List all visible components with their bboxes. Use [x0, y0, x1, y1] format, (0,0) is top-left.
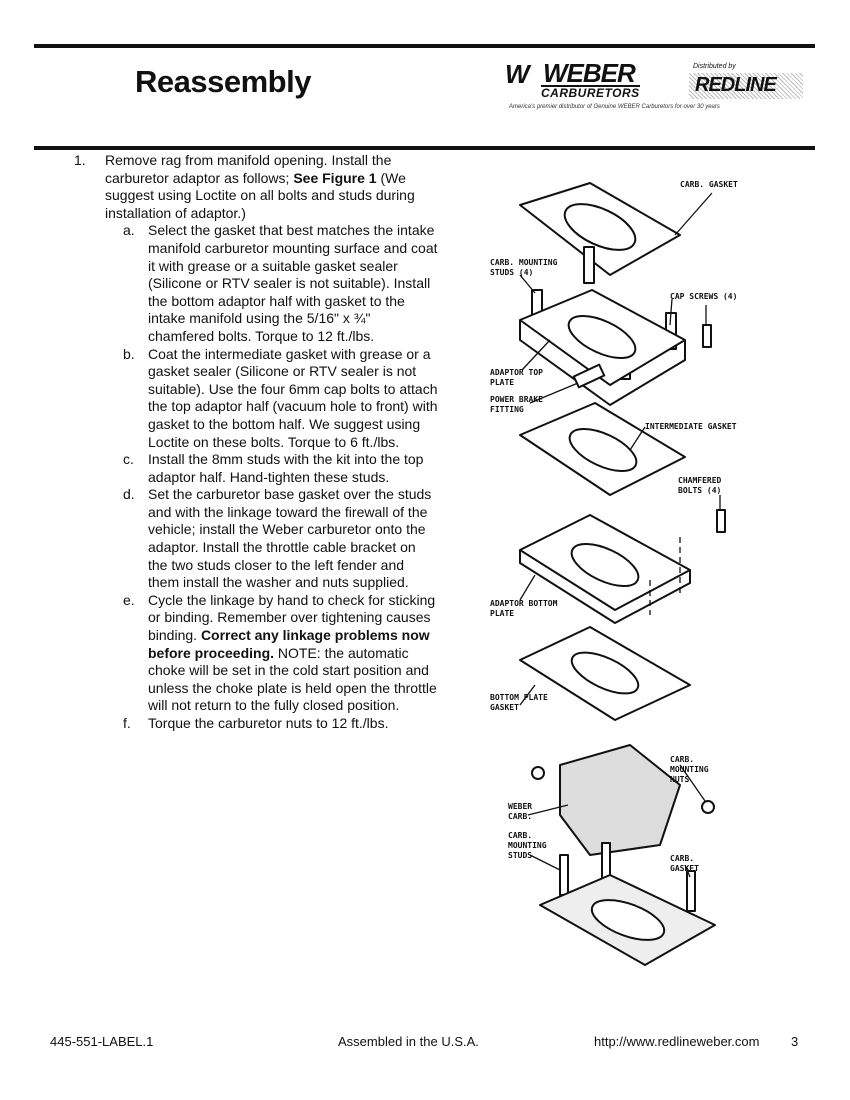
substep-text: Select the gasket that best matches the …: [148, 222, 438, 344]
label-fig2-nuts-2: MOUNTING: [670, 765, 709, 774]
label-power-brake-2: FITTING: [490, 405, 524, 414]
substep-text: Install the 8mm studs with the kit into …: [148, 451, 424, 485]
weber-logo-mark: W: [505, 59, 529, 89]
substep-note: NOTE: the automatic choke will be set in…: [148, 644, 437, 714]
label-fig2-gasket-2: GASKET: [670, 864, 699, 873]
substep-text-a: Cycle the linkage by hand to check for s…: [148, 591, 436, 644]
adaptor-bottom-hole: [570, 542, 640, 588]
step-1: 1. Remove rag from manifold opening. Ins…: [68, 152, 438, 222]
label-fig2-nuts-3: NUTS: [670, 775, 689, 784]
substep-letter: a.: [123, 222, 135, 239]
bottom-plate-gasket-hole: [570, 651, 640, 695]
label-mounting-studs-1: CARB. MOUNTING: [490, 258, 558, 267]
label-fig2-studs-3: STUDS: [508, 851, 532, 860]
substep-text: Cycle the linkage by hand to check for s…: [148, 592, 438, 715]
weber-redline-logo: W WEBER CARBURETORS Distributed by REDLI…: [505, 60, 810, 116]
carb-nut-part: [531, 766, 545, 780]
adaptor-bottom-side: [519, 550, 691, 624]
substep-letter: c.: [123, 451, 134, 468]
label-adaptor-top-2: PLATE: [490, 378, 514, 387]
label-cap-screws: CAP SCREWS (4): [670, 292, 737, 301]
exploded-assembly-figure: CARB. GASKET CARB. MOUNTING STUDS (4) CA…: [480, 165, 800, 980]
substep-text: Torque the carburetor nuts to 12 ft./lbs…: [148, 715, 389, 731]
substep-letter: f.: [123, 715, 131, 731]
step-intro: Remove rag from manifold opening. Instal…: [105, 152, 438, 222]
label-bottom-gasket-2: GASKET: [490, 703, 519, 712]
weber-carb-body: [559, 744, 681, 856]
chamfered-bolt-part: [716, 509, 726, 533]
label-mounting-studs-2: STUDS (4): [490, 268, 533, 277]
step-intro-note: (We suggest using Loctite on all bolts a…: [105, 169, 415, 221]
step-number: 1.: [74, 152, 86, 168]
substep-text: Coat the intermediate gasket with grease…: [148, 345, 438, 450]
label-adaptor-top-1: ADAPTOR TOP: [490, 368, 543, 377]
label-bottom-gasket-1: BOTTOM PLATE: [490, 693, 548, 702]
label-adaptor-bottom-2: PLATE: [490, 609, 514, 618]
figure-drawing: CARB. GASKET CARB. MOUNTING STUDS (4) CA…: [490, 180, 738, 966]
label-intermediate-gasket: INTERMEDIATE GASKET: [645, 422, 737, 431]
intermediate-gasket-hole: [568, 427, 638, 473]
redline-logo-text: REDLINE: [695, 74, 777, 96]
weber-logo-text: WEBER: [543, 58, 636, 88]
carburetors-logo-text: CARBURETORS: [541, 85, 640, 100]
label-fig2-studs-2: MOUNTING: [508, 841, 547, 850]
substep-warning: Correct any linkage problems now before …: [148, 627, 430, 661]
label-fig2-nuts-1: CARB.: [670, 755, 694, 764]
substep-letter: e.: [123, 591, 135, 608]
distributed-by-text: Distributed by: [693, 63, 736, 70]
step-body: Remove rag from manifold opening. Instal…: [105, 152, 438, 222]
power-brake-fitting: [572, 363, 606, 389]
carb-nut-part: [701, 800, 715, 814]
carb-gasket-hole: [563, 203, 637, 251]
label-chamfered-1: CHAMFERED: [678, 476, 722, 485]
header-rule: [34, 146, 815, 150]
label-adaptor-bottom-1: ADAPTOR BOTTOM: [490, 599, 558, 608]
manifold-adaptor-hole: [590, 899, 666, 941]
substep-e: e. Cycle the linkage by hand to check fo…: [68, 592, 438, 715]
substep-letter: b.: [123, 345, 135, 362]
figure-reference: See Figure 1: [293, 169, 377, 186]
label-power-brake-1: POWER BRAKE: [490, 395, 543, 404]
substep-a: a. Select the gasket that best matches t…: [68, 222, 438, 345]
page-title: Reassembly: [135, 64, 311, 99]
stud-part: [583, 246, 595, 284]
stud-part: [559, 854, 569, 896]
substep-b: b. Coat the intermediate gasket with gre…: [68, 346, 438, 452]
cap-screw-part: [702, 324, 712, 348]
step-intro-text: Remove rag from manifold opening. Instal…: [105, 152, 392, 186]
label-fig2-studs-1: CARB.: [508, 831, 532, 840]
label-fig2-gasket-1: CARB.: [670, 854, 694, 863]
top-rule: [34, 44, 815, 48]
logo-tagline: America's premier distributor of Genuine…: [509, 104, 720, 110]
label-carb-gasket: CARB. GASKET: [680, 180, 738, 189]
instructions-list: 1. Remove rag from manifold opening. Ins…: [68, 152, 438, 733]
page-number: 3: [791, 1034, 799, 1049]
substep-d: d. Set the carburetor base gasket over t…: [68, 486, 438, 592]
substep-f: f. Torque the carburetor nuts to 12 ft./…: [68, 715, 438, 733]
footer-part-number: 445-551-LABEL.1: [50, 1034, 154, 1049]
adaptor-top-side: [519, 320, 686, 406]
label-chamfered-2: BOLTS (4): [678, 486, 721, 495]
footer-assembled: Assembled in the U.S.A.: [338, 1034, 479, 1049]
stud-part: [686, 870, 696, 912]
label-fig2-weber-2: CARB.: [508, 812, 532, 821]
footer-url-link[interactable]: http://www.redlineweber.com: [594, 1034, 760, 1049]
substep-c: c. Install the 8mm studs with the kit in…: [68, 451, 438, 486]
substep-letter: d.: [123, 486, 135, 503]
redline-logo: REDLINE: [689, 73, 803, 99]
adaptor-top-hole: [567, 314, 637, 360]
substep-text: Set the carburetor base gasket over the …: [148, 486, 432, 591]
label-fig2-weber-1: WEBER: [508, 802, 532, 811]
